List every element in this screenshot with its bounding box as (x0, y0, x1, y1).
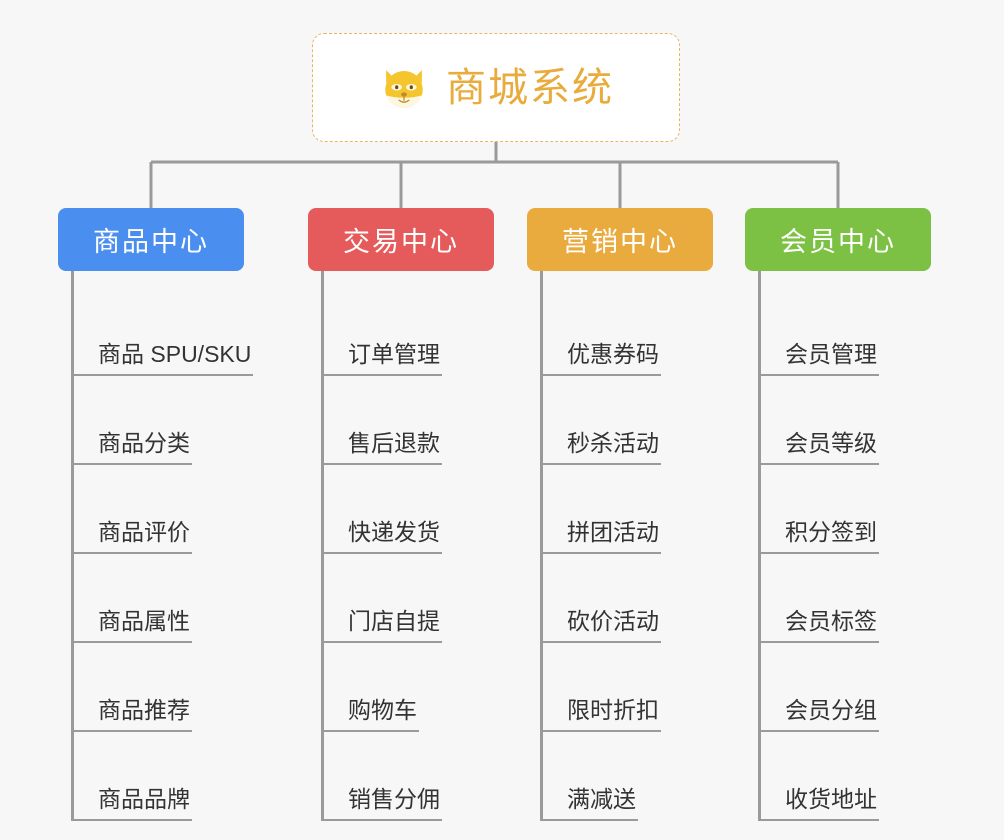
leaf-label: 会员分组 (761, 696, 879, 732)
list-item[interactable]: 售后退款 (324, 376, 494, 465)
leaf-list-0: 商品 SPU/SKU 商品分类 商品评价 商品属性 商品推荐 商品品牌 (71, 271, 254, 821)
list-item[interactable]: 购物车 (324, 643, 494, 732)
list-item[interactable]: 会员管理 (761, 287, 931, 376)
leaf-label: 购物车 (324, 696, 419, 732)
leaf-label: 商品分类 (74, 429, 192, 465)
list-item[interactable]: 秒杀活动 (543, 376, 713, 465)
leaf-label: 会员管理 (761, 340, 879, 376)
branch-header-3[interactable]: 会员中心 (745, 208, 931, 271)
list-item[interactable]: 商品推荐 (74, 643, 244, 732)
leaf-label: 商品 SPU/SKU (74, 340, 254, 376)
leaf-list-3: 会员管理 会员等级 积分签到 会员标签 会员分组 收货地址 (758, 271, 931, 821)
branch-header-2[interactable]: 营销中心 (527, 208, 713, 271)
leaf-label: 销售分佣 (324, 785, 442, 821)
list-item[interactable]: 会员分组 (761, 643, 931, 732)
branch-header-1[interactable]: 交易中心 (308, 208, 494, 271)
root-title: 商城系统 (446, 65, 614, 110)
leaf-list-1: 订单管理 售后退款 快递发货 门店自提 购物车 销售分佣 (321, 271, 494, 821)
branch-商品中心: 商品中心 商品 SPU/SKU 商品分类 商品评价 商品属性 商品推荐 商品品牌 (58, 208, 254, 821)
branch-交易中心: 交易中心 订单管理 售后退款 快递发货 门店自提 购物车 销售分佣 (308, 208, 494, 821)
leaf-label: 会员标签 (761, 607, 879, 643)
list-item[interactable]: 销售分佣 (324, 732, 494, 821)
leaf-label: 商品评价 (74, 518, 192, 554)
list-item[interactable]: 商品属性 (74, 554, 244, 643)
root-node[interactable]: 商城系统 (312, 33, 680, 142)
branch-header-0[interactable]: 商品中心 (58, 208, 244, 271)
leaf-label: 收货地址 (761, 785, 879, 821)
leaf-label: 积分签到 (761, 518, 879, 554)
leaf-label: 快递发货 (324, 518, 442, 554)
list-item[interactable]: 订单管理 (324, 287, 494, 376)
branch-会员中心: 会员中心 会员管理 会员等级 积分签到 会员标签 会员分组 收货地址 (745, 208, 931, 821)
leaf-label: 秒杀活动 (543, 429, 661, 465)
list-item[interactable]: 满减送 (543, 732, 713, 821)
list-item[interactable]: 拼团活动 (543, 465, 713, 554)
list-item[interactable]: 会员标签 (761, 554, 931, 643)
leaf-label: 砍价活动 (543, 607, 661, 643)
list-item[interactable]: 限时折扣 (543, 643, 713, 732)
branch-营销中心: 营销中心 优惠券码 秒杀活动 拼团活动 砍价活动 限时折扣 满减送 (527, 208, 713, 821)
shiba-dog-face-icon (385, 69, 423, 108)
list-item[interactable]: 积分签到 (761, 465, 931, 554)
leaf-label: 优惠券码 (543, 340, 661, 376)
leaf-label: 商品品牌 (74, 785, 192, 821)
leaf-label: 售后退款 (324, 429, 442, 465)
list-item[interactable]: 商品评价 (74, 465, 244, 554)
leaf-label: 限时折扣 (543, 696, 661, 732)
leaf-label: 商品推荐 (74, 696, 192, 732)
leaf-label: 满减送 (543, 785, 638, 821)
leaf-label: 门店自提 (324, 607, 442, 643)
leaf-label: 订单管理 (324, 340, 442, 376)
list-item[interactable]: 门店自提 (324, 554, 494, 643)
leaf-label: 拼团活动 (543, 518, 661, 554)
list-item[interactable]: 砍价活动 (543, 554, 713, 643)
list-item[interactable]: 会员等级 (761, 376, 931, 465)
list-item[interactable]: 收货地址 (761, 732, 931, 821)
leaf-label: 商品属性 (74, 607, 192, 643)
leaf-list-2: 优惠券码 秒杀活动 拼团活动 砍价活动 限时折扣 满减送 (540, 271, 713, 821)
list-item[interactable]: 商品 SPU/SKU (74, 287, 254, 376)
list-item[interactable]: 快递发货 (324, 465, 494, 554)
list-item[interactable]: 商品品牌 (74, 732, 244, 821)
leaf-label: 会员等级 (761, 429, 879, 465)
list-item[interactable]: 优惠券码 (543, 287, 713, 376)
list-item[interactable]: 商品分类 (74, 376, 244, 465)
